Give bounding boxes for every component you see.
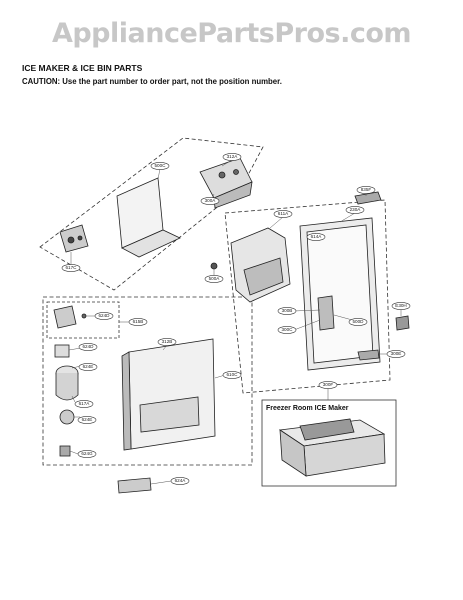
callout-835F: 835F — [356, 186, 376, 194]
callout-614A: 614A — [306, 233, 326, 241]
icemaker-module-drawing — [59, 157, 253, 258]
callout-label: 500C — [155, 163, 167, 168]
callout-300B: 300B — [277, 307, 297, 315]
callout-617C: 617C — [61, 264, 81, 272]
callout-label: 300A — [205, 198, 217, 203]
callout-label: 624D — [83, 344, 95, 349]
callout-label: 300F — [323, 382, 334, 387]
callout-624G: 624G — [77, 450, 97, 458]
callout-624D-mid: 624D — [78, 343, 98, 351]
auger-motor-subframe — [46, 301, 120, 339]
callout-label: 300C — [282, 327, 294, 332]
callout-615B: 615B — [128, 318, 148, 326]
callout-624E: 624E — [78, 363, 98, 371]
diagram-title: ICE MAKER & ICE BIN PARTS — [22, 63, 143, 73]
callout-300F: 300F — [318, 381, 338, 389]
callout-label: 624A — [175, 478, 187, 483]
callout-611A: 611A — [273, 210, 293, 218]
callout-label: 624E — [83, 364, 94, 369]
callout-label: 835F — [361, 187, 372, 192]
door-panel-frame — [224, 199, 391, 394]
callout-500C: 500C — [150, 162, 170, 170]
callout-label: E30H — [395, 303, 407, 308]
small-parts-drawing — [53, 305, 152, 494]
callout-label: 611A — [278, 211, 289, 216]
callout-label: 312A — [227, 154, 239, 159]
callout-300E: 300E — [386, 350, 406, 358]
callout-label: 230A — [350, 207, 362, 212]
inset-caption: Freezer Room ICE Maker — [266, 405, 349, 412]
callout-label: 312B — [162, 339, 173, 344]
callout-624A: 624A — [170, 477, 190, 485]
callout-label: 500D — [353, 319, 365, 324]
callout-300A: 300A — [200, 197, 220, 205]
callout-624E-low: 624E — [77, 416, 97, 424]
callout-label: 624D — [99, 313, 111, 318]
callout-610C: 610C — [222, 371, 242, 379]
callout-500A: 500A — [204, 275, 224, 283]
callout-label: 300E — [391, 351, 402, 356]
callout-label: 617A — [79, 401, 91, 406]
callout-312B: 312B — [157, 338, 177, 346]
callout-label: 615B — [133, 319, 144, 324]
callout-label: 610C — [227, 372, 239, 377]
caution-note: CAUTION: Use the part number to order pa… — [22, 77, 282, 86]
callout-label: 624E — [82, 417, 93, 422]
watermark: AppliancePartsPros.com — [51, 18, 412, 49]
callout-label: 300B — [282, 308, 293, 313]
ice-bin-frame — [42, 296, 253, 466]
door-panel-drawing — [299, 191, 410, 371]
ice-bin-body-drawing — [210, 227, 291, 303]
callout-500D: 500D — [348, 318, 368, 326]
callout-label: 614A — [311, 234, 323, 239]
callout-label: 624G — [81, 451, 93, 456]
callout-E30H: E30H — [391, 302, 411, 310]
icemaker-assembly-frame — [39, 137, 264, 291]
freezer-icemaker-inset — [261, 399, 397, 487]
callout-label: 617C — [66, 265, 78, 270]
callout-617A: 617A — [74, 400, 94, 408]
callout-312A: 312A — [222, 153, 242, 161]
callout-624D-top: 624D — [94, 312, 114, 320]
callout-label: 500A — [209, 276, 221, 281]
callout-230A-top: 230A — [345, 206, 365, 214]
bin-door-drawing — [121, 338, 216, 451]
callout-300C: 300C — [277, 326, 297, 334]
inset-icemaker-drawing — [278, 418, 386, 477]
